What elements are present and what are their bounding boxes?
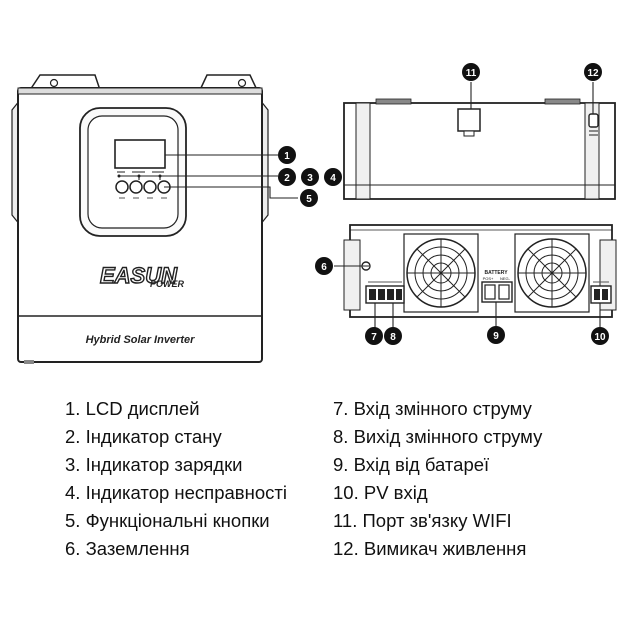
bottom-side-plate-left <box>343 239 361 311</box>
svg-text:9: 9 <box>493 331 499 342</box>
legend-item-4: 4. Індикатор несправності <box>65 482 287 503</box>
cooling-fan-right <box>514 233 590 313</box>
wifi-port-tab <box>463 130 475 137</box>
top-view <box>343 98 616 200</box>
cooling-fan-left <box>403 233 479 313</box>
legend-item-7: 7. Вхід змінного струму <box>333 398 532 419</box>
legend-item-1: 1. LCD дисплей <box>65 398 200 419</box>
callout-1: 1 <box>278 146 296 164</box>
callout-12: 12 <box>584 63 602 81</box>
callout-10: 10 <box>591 327 609 345</box>
callout-11: 11 <box>462 63 480 81</box>
model-label: Hybrid Solar Inverter <box>86 334 196 346</box>
svg-text:6: 6 <box>321 262 327 273</box>
legend-item-6: 6. Заземлення <box>65 538 190 559</box>
callout-8: 8 <box>384 327 402 345</box>
left-bracket-hole <box>49 78 59 88</box>
svg-text:4: 4 <box>330 173 336 184</box>
svg-text:11: 11 <box>466 68 477 79</box>
svg-text:10: 10 <box>594 332 606 343</box>
pv-terminal-2 <box>602 289 608 300</box>
callouts: 1 2 3 4 5 6 7 8 <box>278 63 609 345</box>
inverter-diagram: EASUN POWER Hybrid Solar Inverter <box>11 63 617 364</box>
callout-3: 3 <box>301 168 319 186</box>
power-switch <box>588 113 599 128</box>
callout-4: 4 <box>324 168 342 186</box>
callout-9: 9 <box>487 326 505 344</box>
brand-logo-sub: POWER <box>150 279 185 289</box>
battery-terminal-neg <box>498 284 510 300</box>
brand-logo-main: EASUN <box>100 263 178 288</box>
battery-neg-label: NEG- <box>500 276 511 281</box>
function-button-3[interactable] <box>143 180 157 194</box>
svg-text:5: 5 <box>306 194 312 205</box>
callout-5: 5 <box>300 189 318 207</box>
legend-item-9: 9. Вхід від батареї <box>333 454 490 475</box>
svg-text:2: 2 <box>284 173 290 184</box>
svg-text:1: 1 <box>284 151 290 162</box>
top-bracket-left <box>375 98 412 105</box>
svg-text:12: 12 <box>587 68 599 79</box>
legend-item-8: 8. Вихід змінного струму <box>333 426 543 447</box>
ac-terminal-3 <box>387 289 394 300</box>
front-view: EASUN POWER Hybrid Solar Inverter <box>11 74 269 364</box>
function-button-1[interactable] <box>115 180 129 194</box>
ac-terminal-1 <box>369 289 376 300</box>
ac-terminal-2 <box>378 289 385 300</box>
battery-terminal-pos <box>484 284 496 300</box>
inverter-top-edge <box>17 87 263 95</box>
battery-pos-label: POS+ <box>483 276 494 281</box>
svg-text:7: 7 <box>371 332 377 343</box>
callout-2: 2 <box>278 168 296 186</box>
leader-lines <box>119 82 601 328</box>
battery-label: BATTERY <box>484 270 508 276</box>
top-bracket-right <box>544 98 581 105</box>
inverter-foot <box>24 360 34 364</box>
legend-item-3: 3. Індикатор зарядки <box>65 454 243 475</box>
lcd-screen <box>114 139 166 169</box>
leader-5 <box>164 186 298 199</box>
wifi-port <box>457 108 481 132</box>
bottom-view: BATTERY POS+ NEG- <box>343 224 617 318</box>
ac-terminal-4 <box>396 289 402 300</box>
svg-text:3: 3 <box>307 173 313 184</box>
callout-6: 6 <box>315 257 333 275</box>
svg-text:8: 8 <box>390 332 396 343</box>
legend-item-5: 5. Функціональні кнопки <box>65 510 270 531</box>
top-side-plate-left <box>355 102 371 200</box>
callout-7: 7 <box>365 327 383 345</box>
function-button-2[interactable] <box>129 180 143 194</box>
pv-terminal-1 <box>594 289 600 300</box>
legend-item-12: 12. Вимикач живлення <box>333 538 527 559</box>
right-bracket-hole <box>237 78 247 88</box>
legend-item-2: 2. Індикатор стану <box>65 426 222 447</box>
legend-item-10: 10. PV вхід <box>333 482 428 503</box>
legend-item-11: 11. Порт зв'язку WIFI <box>333 510 512 531</box>
